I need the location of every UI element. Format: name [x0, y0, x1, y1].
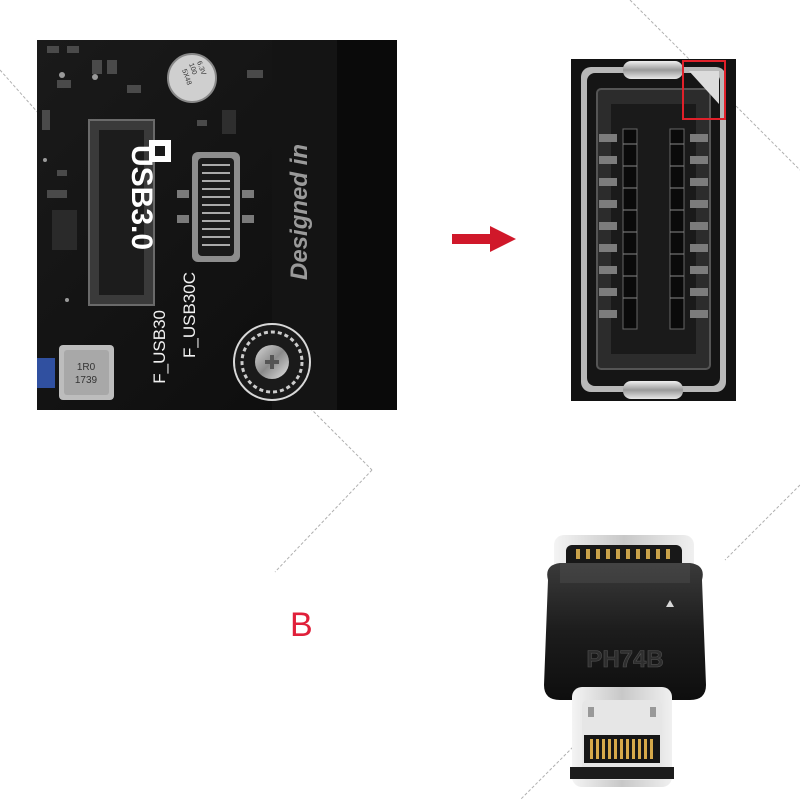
screw-mount: [233, 323, 311, 401]
usb3-header-connector: USB3.0: [88, 119, 158, 306]
inductor: 1R0 1739: [59, 345, 114, 400]
adapter-photo: PH74B: [540, 535, 720, 790]
capacitor-label-2: 100: [187, 62, 198, 75]
header-closeup-photo: [571, 59, 736, 401]
capacitor-label-3: 6.3V: [195, 60, 207, 76]
variant-letter: B: [290, 606, 313, 644]
silk-usb30-label: USB3.0: [125, 145, 158, 250]
inductor-label-2: 1739: [75, 375, 98, 386]
silk-f-usb30c-label: F_USB30C: [180, 272, 199, 358]
inductor-label-1: 1R0: [77, 362, 96, 373]
arrow-right-icon: [452, 226, 516, 252]
silk-f-usb30-label: F_USB30: [150, 310, 169, 384]
capacitor: 5X48 100 6.3V: [167, 53, 217, 103]
adapter-model-label: PH74B: [586, 646, 663, 673]
motherboard-photo: 5X48 100 6.3V USB3.0: [37, 40, 397, 410]
usb-c-front-header: [177, 152, 254, 262]
silk-designed-in-label: Designed in: [286, 144, 313, 280]
highlight-box: [682, 60, 726, 120]
